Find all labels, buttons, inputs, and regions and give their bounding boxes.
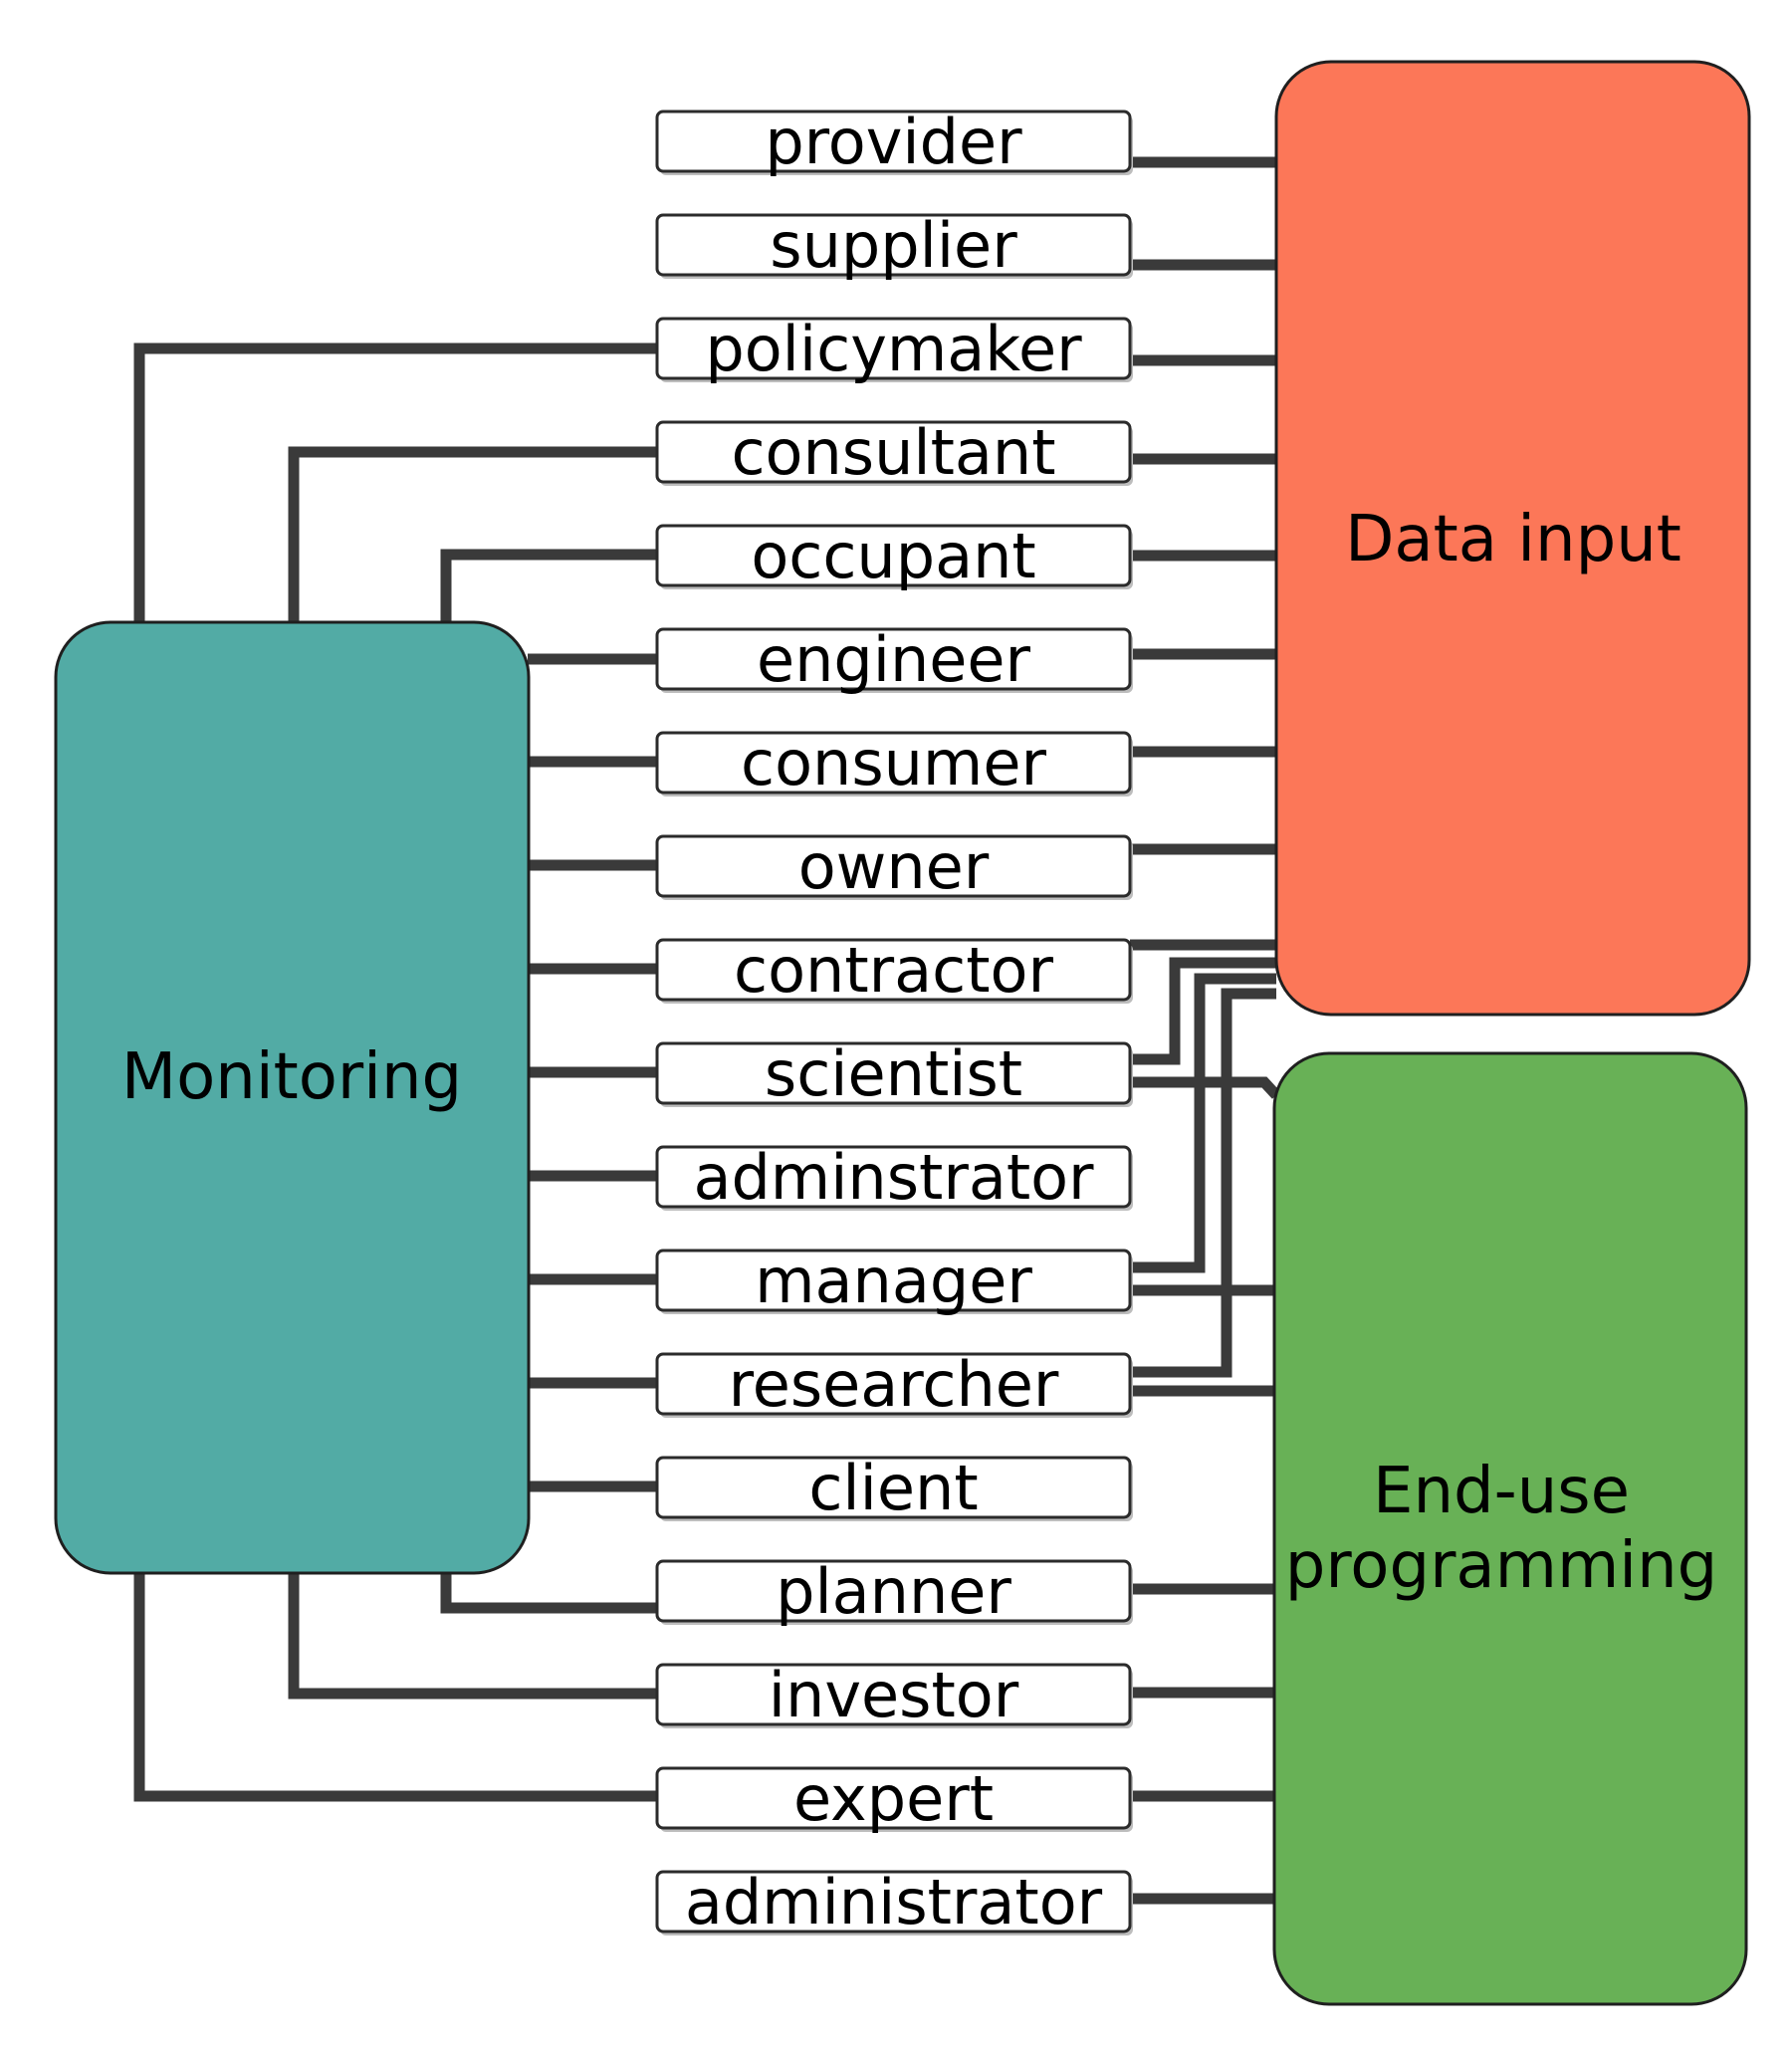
role-label: consultant [731,416,1055,489]
role-label: provider [765,106,1022,178]
role-label: administrator [685,1866,1103,1938]
end-use-programming-box [1272,1051,1748,2006]
role-label: engineer [757,623,1031,696]
role-box [655,213,1132,277]
role-label: manager [755,1245,1032,1317]
connector-manager-data-input [1130,973,1276,1273]
role-box [655,627,1132,691]
role-label: expert [793,1762,994,1835]
connector-monitoring-consultant [288,446,657,622]
connector-monitoring-investor [288,1571,657,1700]
role-item-owner: owner [655,830,1133,903]
connector-monitoring-expert [133,1571,657,1802]
role-item-occupant: occupant [655,520,1133,592]
role-box [655,1249,1132,1312]
data-input-label: Data input [1345,503,1681,576]
role-label: policymaker [705,313,1082,385]
role-label: adminstrator [693,1141,1094,1214]
role-item-supplier: supplier [655,209,1133,282]
role-item-investor: investor [655,1659,1133,1731]
role-list: provider supplier policymaker consultant occ… [655,106,1133,1938]
role-item-adminstrator: adminstrator [655,1141,1133,1214]
role-item-researcher: researcher [655,1348,1133,1421]
role-box [655,1041,1132,1105]
monitoring-box [54,620,531,1575]
role-box [655,420,1132,484]
monitoring-label: Monitoring [121,1040,462,1114]
role-item-planner: planner [655,1555,1133,1628]
role-box [655,524,1132,587]
role-label: researcher [729,1348,1059,1421]
connector-monitoring-planner [440,1571,657,1614]
end-use-programming-group: End-use programming [1272,1051,1748,2006]
end-use-label-line1: End-use [1373,1455,1630,1528]
role-item-administrator: administrator [655,1866,1133,1938]
role-label: supplier [770,209,1017,282]
role-label: owner [798,830,990,903]
role-item-manager: manager [655,1245,1133,1317]
monitoring-group: Monitoring [54,620,531,1575]
data-input-group: Data input [1274,60,1751,1017]
role-item-scientist: scientist [655,1037,1133,1110]
role-box [655,317,1132,380]
connector-researcher-data-input [1130,988,1276,1378]
role-box [655,1456,1132,1519]
connector-monitoring-occupant [440,549,657,622]
connector-monitoring-policymaker [133,342,657,622]
role-item-client: client [655,1452,1133,1524]
connector-scientist-end-use [1130,1076,1281,1099]
role-box [655,1766,1132,1830]
role-item-policymaker: policymaker [655,313,1133,385]
role-item-expert: expert [655,1762,1133,1835]
connector-scientist-data-input [1130,957,1276,1065]
role-item-consumer: consumer [655,727,1133,799]
role-label: investor [769,1659,1019,1731]
role-label: planner [776,1555,1011,1628]
role-item-engineer: engineer [655,623,1133,696]
role-box [655,834,1132,898]
connectors [133,156,1281,1905]
role-box [655,1663,1132,1726]
role-label: scientist [765,1037,1022,1110]
role-box [655,110,1132,173]
role-box [655,1145,1132,1209]
role-item-consultant: consultant [655,416,1133,489]
role-label: client [808,1452,978,1524]
role-label: occupant [751,520,1035,592]
role-box [655,731,1132,795]
role-label: contractor [734,934,1053,1007]
role-box [655,1870,1132,1934]
role-box [655,1559,1132,1623]
end-use-label-line2: programming [1285,1529,1718,1603]
data-input-box [1274,60,1751,1017]
role-item-contractor: contractor [655,934,1133,1007]
role-label: consumer [741,727,1046,799]
role-box [655,938,1132,1002]
role-item-provider: provider [655,106,1133,178]
role-box [655,1352,1132,1416]
